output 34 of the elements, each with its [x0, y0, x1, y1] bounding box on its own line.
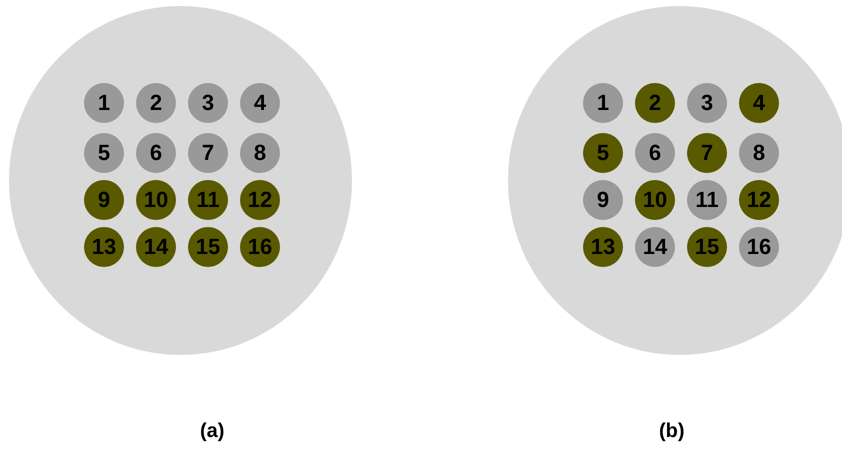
numbered-spot: 10 [635, 180, 675, 220]
numbered-spot: 12 [739, 180, 779, 220]
numbered-spot: 6 [635, 133, 675, 173]
numbered-spot: 8 [739, 133, 779, 173]
numbered-spot: 9 [583, 180, 623, 220]
numbered-spot: 9 [84, 180, 124, 220]
panel-caption: (b) [659, 420, 685, 443]
numbered-spot: 2 [635, 83, 675, 123]
numbered-spot: 12 [240, 180, 280, 220]
numbered-spot: 5 [583, 133, 623, 173]
numbered-spot: 16 [739, 227, 779, 267]
numbered-spot: 13 [583, 227, 623, 267]
numbered-spot: 6 [136, 133, 176, 173]
numbered-spot: 4 [739, 83, 779, 123]
numbered-spot: 7 [687, 133, 727, 173]
numbered-spot: 15 [188, 227, 228, 267]
panel-caption: (a) [200, 420, 224, 443]
numbered-spot: 14 [635, 227, 675, 267]
numbered-spot: 7 [188, 133, 228, 173]
numbered-spot: 2 [136, 83, 176, 123]
numbered-spot: 1 [583, 83, 623, 123]
numbered-spot: 13 [84, 227, 124, 267]
numbered-spot: 1 [84, 83, 124, 123]
numbered-spot: 11 [687, 180, 727, 220]
numbered-spot: 3 [188, 83, 228, 123]
numbered-spot: 16 [240, 227, 280, 267]
numbered-spot: 3 [687, 83, 727, 123]
numbered-spot: 15 [687, 227, 727, 267]
numbered-spot: 5 [84, 133, 124, 173]
numbered-spot: 4 [240, 83, 280, 123]
numbered-spot: 8 [240, 133, 280, 173]
numbered-spot: 10 [136, 180, 176, 220]
numbered-spot: 11 [188, 180, 228, 220]
numbered-spot: 14 [136, 227, 176, 267]
